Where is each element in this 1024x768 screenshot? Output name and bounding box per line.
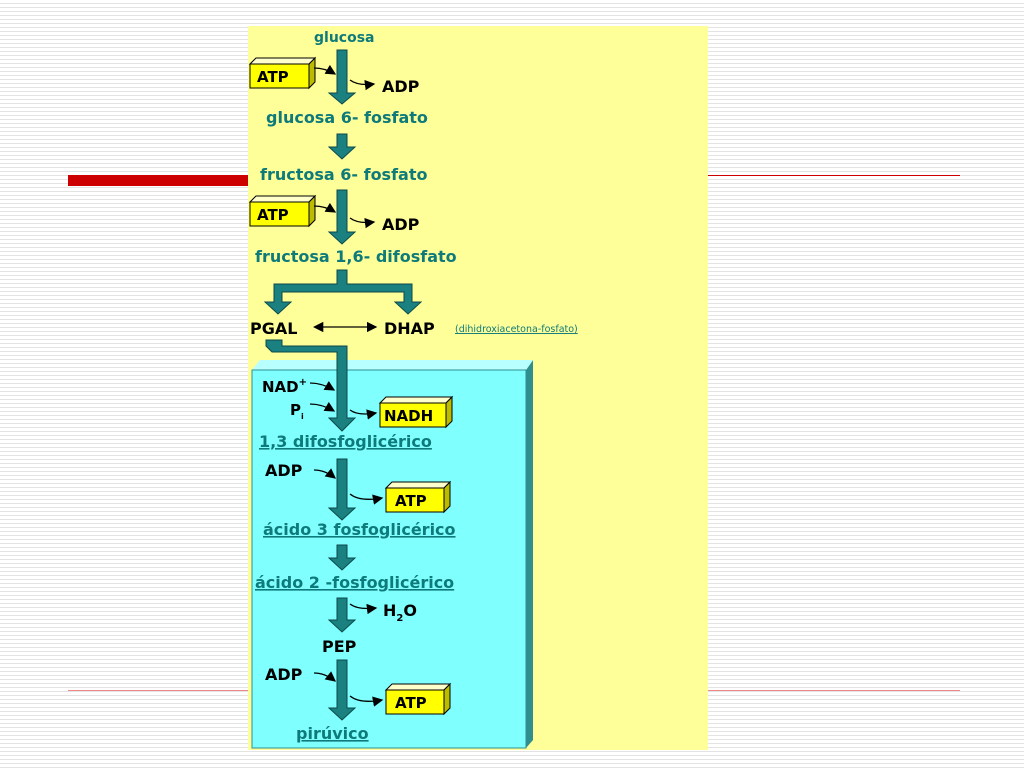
label-adp-1: ADP xyxy=(382,77,420,96)
label-fructosa-16-difosfato: fructosa 1,6- difosfato xyxy=(255,247,457,266)
arrow-adp2-out xyxy=(349,217,376,229)
arrow-atp4-out xyxy=(349,695,384,707)
label-atp-1: ATP xyxy=(257,68,289,86)
label-nadh: NADH xyxy=(384,407,433,425)
label-nad: NAD+ xyxy=(262,377,307,396)
arrow-adp4-in xyxy=(313,671,337,682)
arrow-2pga-to-pep xyxy=(327,597,357,633)
atp-box-2 xyxy=(248,194,317,228)
arrow-atp2-in xyxy=(313,202,337,213)
arrow-nadh-out xyxy=(349,409,378,420)
label-pep: PEP xyxy=(322,637,357,656)
arrow-3pga-to-2pga xyxy=(327,544,357,571)
atp-box-1 xyxy=(248,56,317,90)
arrow-pi-in xyxy=(309,401,336,412)
arrow-adp1-out xyxy=(349,79,376,91)
cyan-panel xyxy=(251,369,527,749)
label-pgal: PGAL xyxy=(250,319,297,338)
label-acido-2-fosfoglicerico: ácido 2 -fosfoglicérico xyxy=(255,573,454,592)
arrow-g6p-to-f6p xyxy=(327,133,357,160)
slide-footer-rule-right xyxy=(708,690,960,691)
label-adp-4: ADP xyxy=(265,665,303,684)
label-adp-2: ADP xyxy=(382,215,420,234)
arrow-split xyxy=(263,269,423,315)
label-pi: Pi xyxy=(290,401,304,421)
atp-box-3 xyxy=(384,480,452,514)
label-glucosa: glucosa xyxy=(314,30,374,46)
arrow-atp1-in xyxy=(313,64,337,75)
arrow-h2o-out xyxy=(349,603,378,615)
arrow-nad-in xyxy=(309,380,336,391)
label-fructosa-6-fosfato: fructosa 6- fosfato xyxy=(260,165,427,184)
label-glucosa-6-fosfato: glucosa 6- fosfato xyxy=(266,108,428,127)
label-dhap-note: (dihidroxiacetona-fosfato) xyxy=(455,324,578,335)
label-atp-2: ATP xyxy=(257,206,289,224)
label-acido-3-fosfoglicerico: ácido 3 fosfoglicérico xyxy=(263,520,456,539)
arrow-glucosa-to-g6p xyxy=(327,49,357,105)
label-13-difosfoglicerico: 1,3 difosfoglicérico xyxy=(259,432,432,451)
slide-footer-rule-left xyxy=(68,690,250,691)
label-piruvico: pirúvico xyxy=(296,724,369,743)
arrow-pep-to-piruvico xyxy=(327,659,357,721)
arrow-13dpg-to-3pga xyxy=(327,458,357,521)
label-adp-3: ADP xyxy=(265,461,303,480)
label-h2o: H2O xyxy=(383,601,417,624)
atp-box-4 xyxy=(384,682,452,716)
label-atp-3: ATP xyxy=(395,492,427,510)
arrow-f6p-to-f16dp xyxy=(327,189,357,245)
arrow-adp3-in xyxy=(313,468,337,479)
cyan-panel-side xyxy=(526,360,533,748)
nadh-box xyxy=(378,395,454,429)
cyan-panel-top xyxy=(252,360,533,370)
label-atp-4: ATP xyxy=(395,694,427,712)
label-dhap: DHAP xyxy=(384,319,435,338)
arrow-pgal-to-13dpg xyxy=(265,339,357,432)
slide-title-rule xyxy=(708,175,960,176)
slide-accent-bar xyxy=(68,175,250,186)
arrow-atp3-out xyxy=(349,493,384,505)
